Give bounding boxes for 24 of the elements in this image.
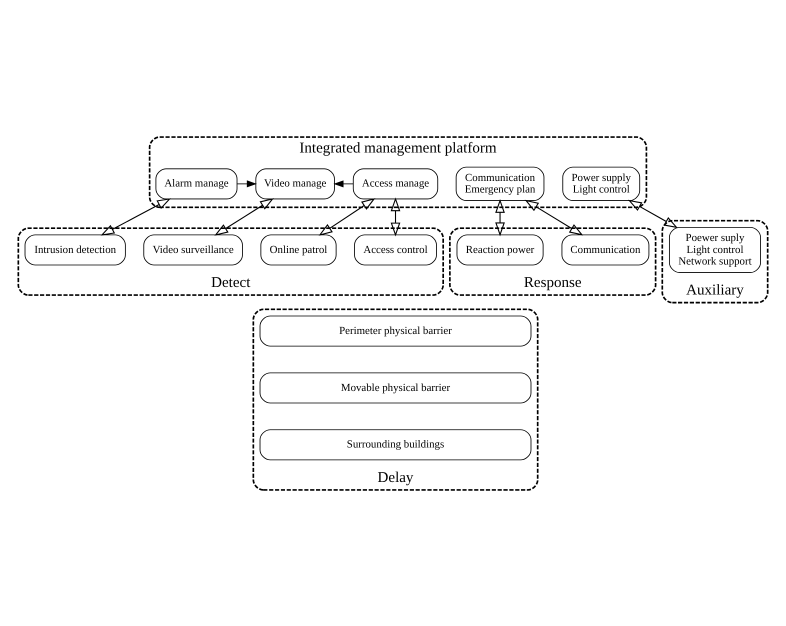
node-box: Video surveillance (143, 234, 243, 265)
node-box: Access manage (352, 168, 438, 199)
node-box: Communication (562, 234, 650, 265)
node-box: Reaction power (456, 234, 544, 265)
node-box: Alarm manage (155, 168, 238, 199)
node-box: Poewer suply Light control Network support (668, 226, 761, 272)
arrow (390, 196, 400, 236)
arrow (524, 199, 584, 236)
arrow (495, 198, 505, 236)
node-box: Movable physical barrier (260, 372, 532, 403)
node-box: Intrusion detection (24, 234, 126, 265)
arrow (318, 198, 376, 236)
arrow (628, 199, 678, 228)
arrow (236, 180, 257, 187)
arrow (100, 198, 171, 236)
node-box: Power supply Light control (562, 166, 640, 201)
arrow (333, 180, 354, 187)
node-box: Perimeter physical barrier (260, 315, 532, 346)
node-box: Communication Emergency plan (456, 166, 544, 201)
node-box: Surrounding buildings (260, 428, 532, 460)
node-box: Online patrol (260, 234, 337, 265)
arrow (214, 198, 274, 236)
node-box: Access control (354, 234, 437, 265)
node-box: Video manage (255, 168, 335, 199)
